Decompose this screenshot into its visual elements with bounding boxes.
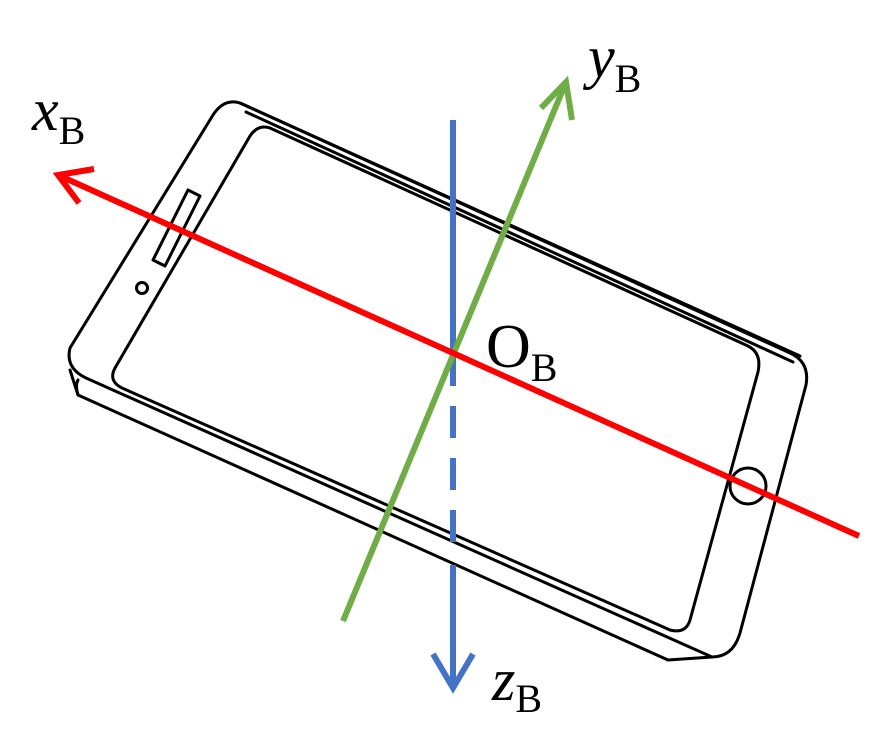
z-axis-arrowhead	[430, 652, 476, 694]
phone-side-edge-line	[75, 378, 80, 397]
origin-label: OB	[486, 313, 557, 390]
phone-speaker	[151, 188, 202, 268]
phone-outer-outline	[67, 100, 809, 659]
x-axis-label: xB	[31, 77, 85, 153]
y-axis-label: yB	[582, 24, 641, 101]
phone-home-button	[728, 466, 768, 506]
x-axis-arrowhead	[52, 166, 95, 205]
phone-side-edge	[68, 368, 714, 662]
phone-screen	[111, 125, 761, 633]
phone-top-edge-inner	[244, 110, 795, 364]
z-axis	[430, 120, 476, 694]
z-axis-label: zB	[491, 647, 542, 721]
x-axis	[52, 166, 861, 539]
x-axis-line	[56, 172, 861, 539]
smartphone	[67, 100, 809, 662]
phone-front-camera	[135, 281, 149, 295]
phone-top-edge	[238, 101, 802, 358]
y-axis-arrowhead	[538, 75, 575, 121]
